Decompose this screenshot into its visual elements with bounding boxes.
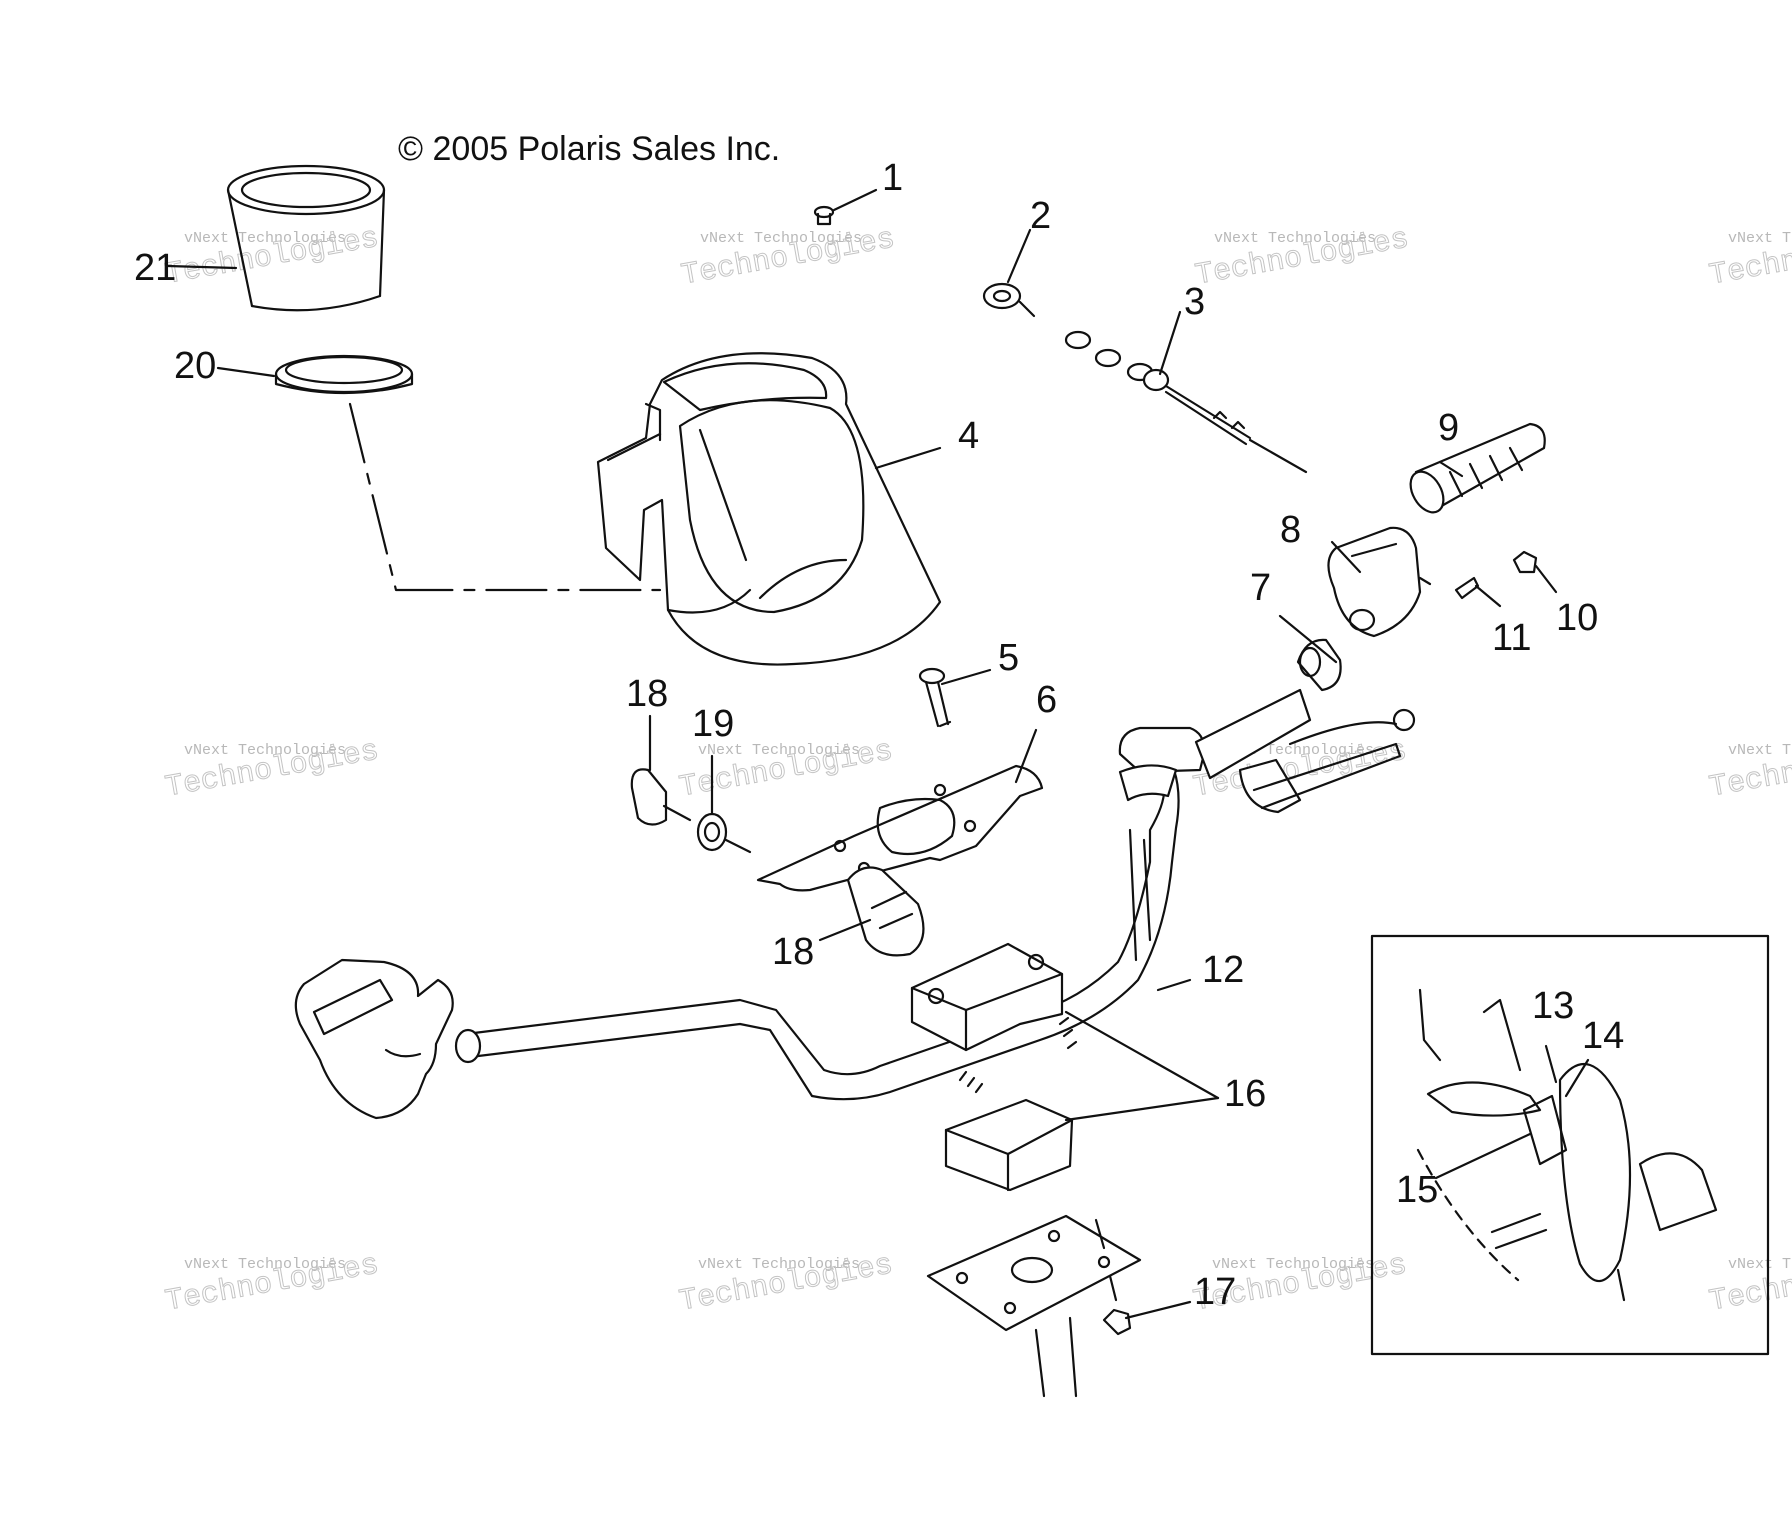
part-8-switch-housing — [1327, 526, 1432, 638]
brake-master-cylinder — [1118, 688, 1416, 814]
part-16-upper-clamp — [910, 942, 1064, 1052]
watermark: vNext Technologies Technologies — [162, 1248, 382, 1320]
callout-2: 2 — [1030, 195, 1051, 237]
watermark: vNext Tec Techn — [1706, 742, 1792, 806]
callout-12: 12 — [1202, 949, 1244, 991]
svg-text:vNext Technologies: vNext Technologies — [698, 742, 860, 759]
callout-21: 21 — [134, 247, 176, 289]
callout-14: 14 — [1582, 1015, 1624, 1057]
svg-text:vNext Technologies: vNext Technologies — [184, 742, 346, 759]
part-16-lower-clamp — [944, 1098, 1074, 1192]
part-4-handlebar-cover — [596, 352, 942, 666]
part-6-mounting-plate — [756, 764, 1044, 892]
callout-19: 19 — [692, 703, 734, 745]
part-11-screw — [1454, 576, 1480, 600]
callout-17: 17 — [1194, 1271, 1236, 1313]
part-18-upper-fitting — [630, 768, 692, 826]
part-10-cap — [1512, 550, 1538, 574]
svg-text:vNext Technologies: vNext Technologies — [1212, 1256, 1374, 1273]
svg-text:vNext Tec: vNext Tec — [1728, 1256, 1792, 1273]
svg-text:vNext Technologies: vNext Technologies — [1214, 230, 1376, 247]
bottom-stem-plate — [926, 1214, 1142, 1398]
callout-11: 11 — [1492, 617, 1531, 659]
callout-6: 6 — [1036, 679, 1057, 721]
part-21-sleeve — [226, 164, 386, 312]
part-17-nut — [1102, 1274, 1132, 1336]
part-12-handlebar — [460, 764, 1180, 1101]
part-5-bolt — [918, 667, 952, 728]
watermark: vNext Technologies Technologies — [162, 734, 382, 806]
copyright-text: © 2005 Polaris Sales Inc. — [398, 130, 780, 168]
svg-text:vNext Technologies: vNext Technologies — [184, 1256, 346, 1273]
watermark: vNext Technologies Technologies — [676, 734, 896, 806]
part-18-lower-fitting — [846, 866, 925, 957]
left-control-pod — [294, 958, 482, 1120]
watermark: vNext Technologies Technologies — [162, 221, 382, 293]
alignment-line-20 — [348, 402, 662, 592]
part-3-throttle-cable — [1064, 330, 1308, 474]
callout-18-upper: 18 — [626, 673, 668, 715]
svg-text:Techn: Techn — [1707, 1270, 1792, 1319]
svg-text:vNext Technologies: vNext Technologies — [698, 1256, 860, 1273]
callout-8: 8 — [1280, 509, 1301, 551]
callout-16: 16 — [1224, 1073, 1266, 1115]
part-2-nut — [982, 282, 1036, 318]
watermark: vNext Technologies Technologies — [678, 222, 898, 294]
part-1-screw — [813, 205, 835, 226]
callout-5: 5 — [998, 637, 1019, 679]
svg-text:vNext Tec: vNext Tec — [1728, 230, 1792, 247]
svg-text:Techn: Techn — [1707, 756, 1792, 805]
watermark: vNext Tec Techn — [1706, 230, 1792, 294]
callout-10: 10 — [1556, 597, 1598, 639]
callout-1: 1 — [882, 157, 903, 199]
watermark: vNext Technologies Technologies — [1192, 222, 1412, 294]
part-19-nut — [696, 812, 752, 854]
callout-15: 15 — [1396, 1169, 1438, 1211]
inset-detail-box — [1370, 934, 1770, 1356]
svg-text:vNext Technologies: vNext Technologies — [700, 230, 862, 247]
watermark: vNext Tec Techn — [1706, 1256, 1792, 1320]
callout-9: 9 — [1438, 407, 1459, 449]
svg-text:vNext Tec: vNext Tec — [1728, 742, 1792, 759]
callout-20: 20 — [174, 345, 216, 387]
callout-4: 4 — [958, 415, 979, 457]
watermark: vNext Technologies Technologies — [676, 1248, 896, 1320]
part-20-ring — [274, 354, 414, 395]
leader-lines — [166, 188, 1590, 1320]
svg-text:Techn: Techn — [1707, 244, 1792, 293]
callout-18-lower: 18 — [772, 931, 814, 973]
svg-text:vNext Technologies: vNext Technologies — [184, 230, 346, 247]
callout-labels: 1 2 3 4 5 6 7 8 9 10 11 12 13 14 15 16 1… — [134, 157, 1624, 1313]
callout-13: 13 — [1532, 985, 1574, 1027]
callout-3: 3 — [1184, 281, 1205, 323]
part-7-collar — [1296, 638, 1342, 692]
callout-7: 7 — [1250, 567, 1271, 609]
part-9-grip — [1409, 422, 1546, 514]
